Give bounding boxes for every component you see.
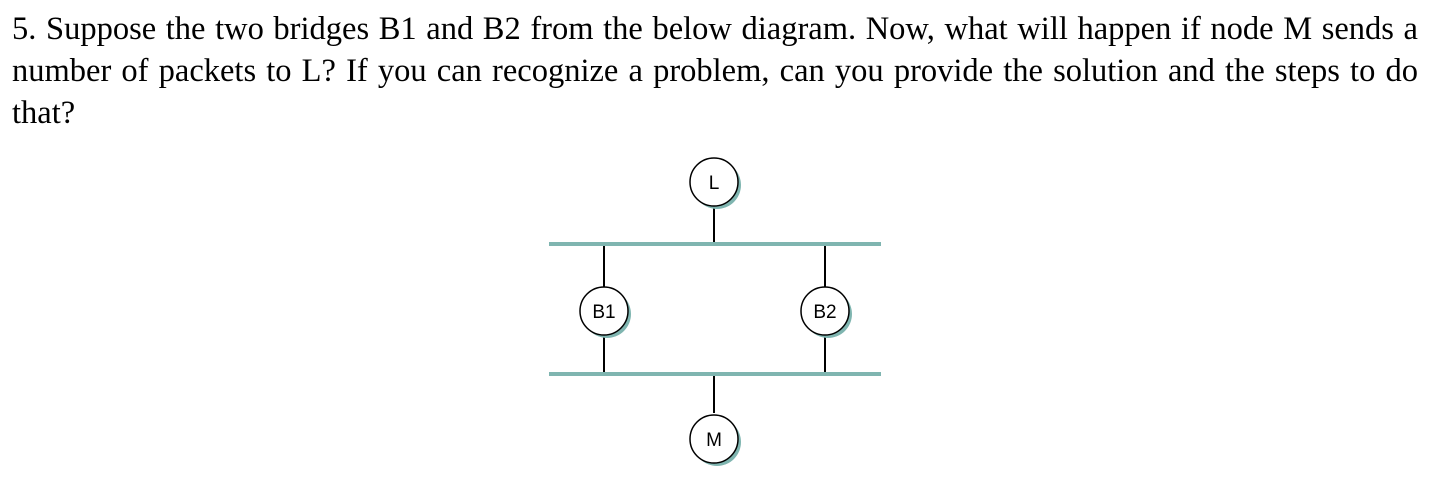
node-m-label: M	[706, 430, 722, 451]
bridge-b2: B2	[800, 286, 852, 338]
bridge-b1-label: B1	[592, 302, 615, 323]
question-text: 5. Suppose the two bridges B1 and B2 fro…	[12, 11, 1418, 131]
bridge-b2-label: B2	[813, 302, 836, 323]
node-m: M	[689, 414, 741, 466]
bridge-b1: B1	[579, 286, 631, 338]
node-l: L	[689, 157, 741, 209]
node-l-label: L	[709, 173, 720, 194]
